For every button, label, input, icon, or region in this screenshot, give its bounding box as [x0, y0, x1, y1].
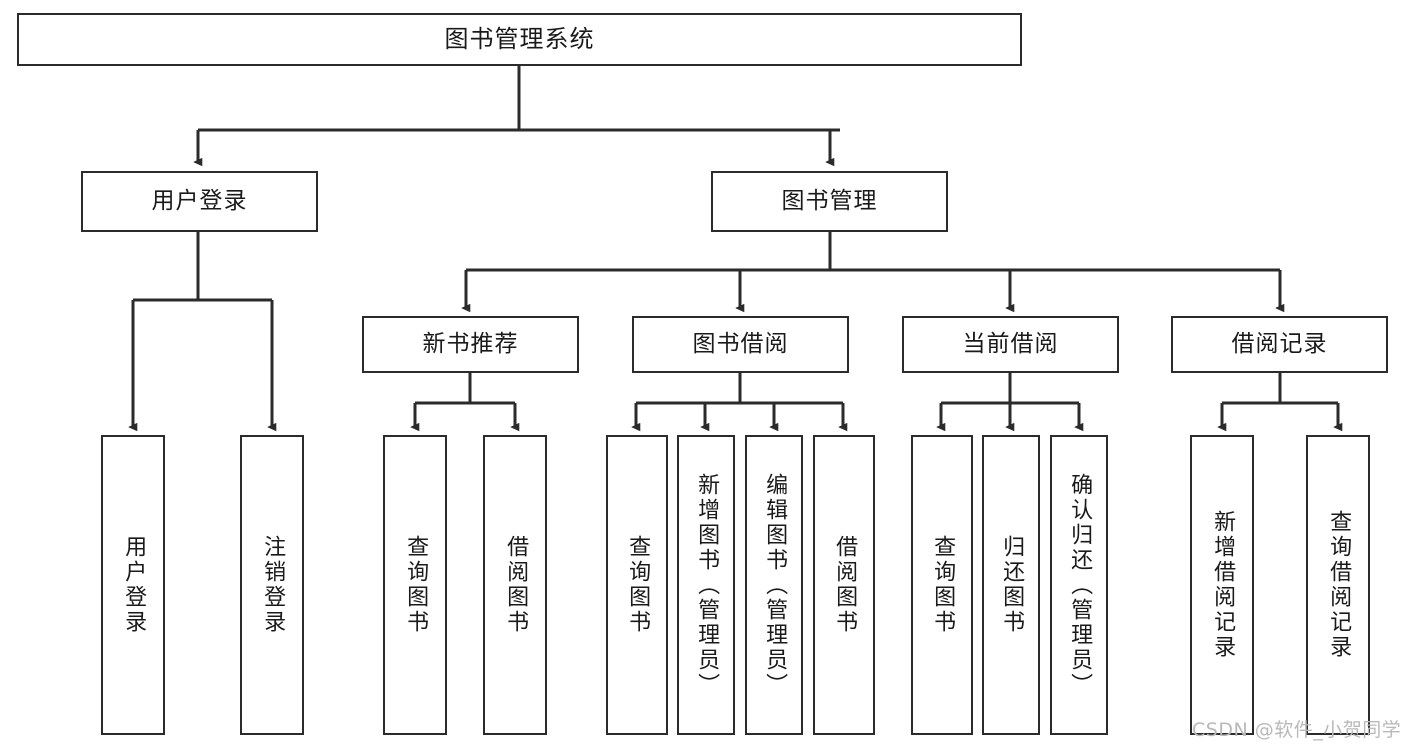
node-label: 图书管理	[781, 187, 878, 214]
node-label: 查询图书	[930, 535, 956, 635]
node-label: 编辑图书（管理员）	[762, 472, 788, 698]
node-label: 图书管理系统	[444, 25, 595, 54]
node-book-borrow[interactable]: 图书借阅	[632, 316, 849, 373]
node-root-book-management-system[interactable]: 图书管理系统	[17, 13, 1022, 66]
leaf-book-borrow-borrow-book[interactable]: 借阅图书	[813, 435, 875, 735]
leaf-book-borrow-add-book-admin[interactable]: 新增图书（管理员）	[677, 435, 735, 735]
leaf-current-borrow-confirm-return-admin[interactable]: 确认归还（管理员）	[1050, 435, 1108, 735]
node-label: 注销登录	[260, 535, 286, 635]
node-label: 用户登录	[121, 535, 147, 635]
csdn-watermark: CSDN @软件_小贺同学	[1192, 719, 1402, 741]
leaf-current-borrow-query-book[interactable]: 查询图书	[911, 435, 973, 735]
leaf-borrow-record-query-record[interactable]: 查询借阅记录	[1306, 435, 1370, 735]
node-new-book-recommend[interactable]: 新书推荐	[362, 316, 579, 373]
node-user-login[interactable]: 用户登录	[81, 171, 318, 232]
leaf-current-borrow-return-book[interactable]: 归还图书	[982, 435, 1040, 735]
node-label: 借阅图书	[503, 535, 529, 635]
leaf-user-login-login[interactable]: 用户登录	[101, 435, 165, 735]
node-label: 归还图书	[999, 535, 1025, 635]
node-label: 新增图书（管理员）	[694, 472, 720, 698]
leaf-user-login-logout[interactable]: 注销登录	[240, 435, 304, 735]
node-label: 新增借阅记录	[1210, 510, 1236, 660]
leaf-borrow-record-add-record[interactable]: 新增借阅记录	[1190, 435, 1254, 735]
node-label: 查询图书	[403, 535, 429, 635]
node-book-management[interactable]: 图书管理	[711, 171, 948, 232]
leaf-book-borrow-edit-book-admin[interactable]: 编辑图书（管理员）	[745, 435, 803, 735]
node-label: 借阅图书	[832, 535, 858, 635]
node-label: 确认归还（管理员）	[1067, 472, 1093, 698]
leaf-new-book-borrow-book[interactable]: 借阅图书	[483, 435, 547, 735]
leaf-book-borrow-query-book[interactable]: 查询图书	[606, 435, 668, 735]
node-label: 图书借阅	[692, 330, 789, 357]
node-label: 用户登录	[151, 187, 248, 214]
leaf-new-book-query-book[interactable]: 查询图书	[383, 435, 447, 735]
node-label: 查询借阅记录	[1326, 510, 1352, 660]
node-label: 当前借阅	[962, 330, 1059, 357]
node-borrow-record[interactable]: 借阅记录	[1171, 316, 1388, 373]
node-label: 借阅记录	[1231, 330, 1328, 357]
node-label: 查询图书	[625, 535, 651, 635]
node-current-borrow[interactable]: 当前借阅	[902, 316, 1119, 373]
node-label: 新书推荐	[422, 330, 519, 357]
